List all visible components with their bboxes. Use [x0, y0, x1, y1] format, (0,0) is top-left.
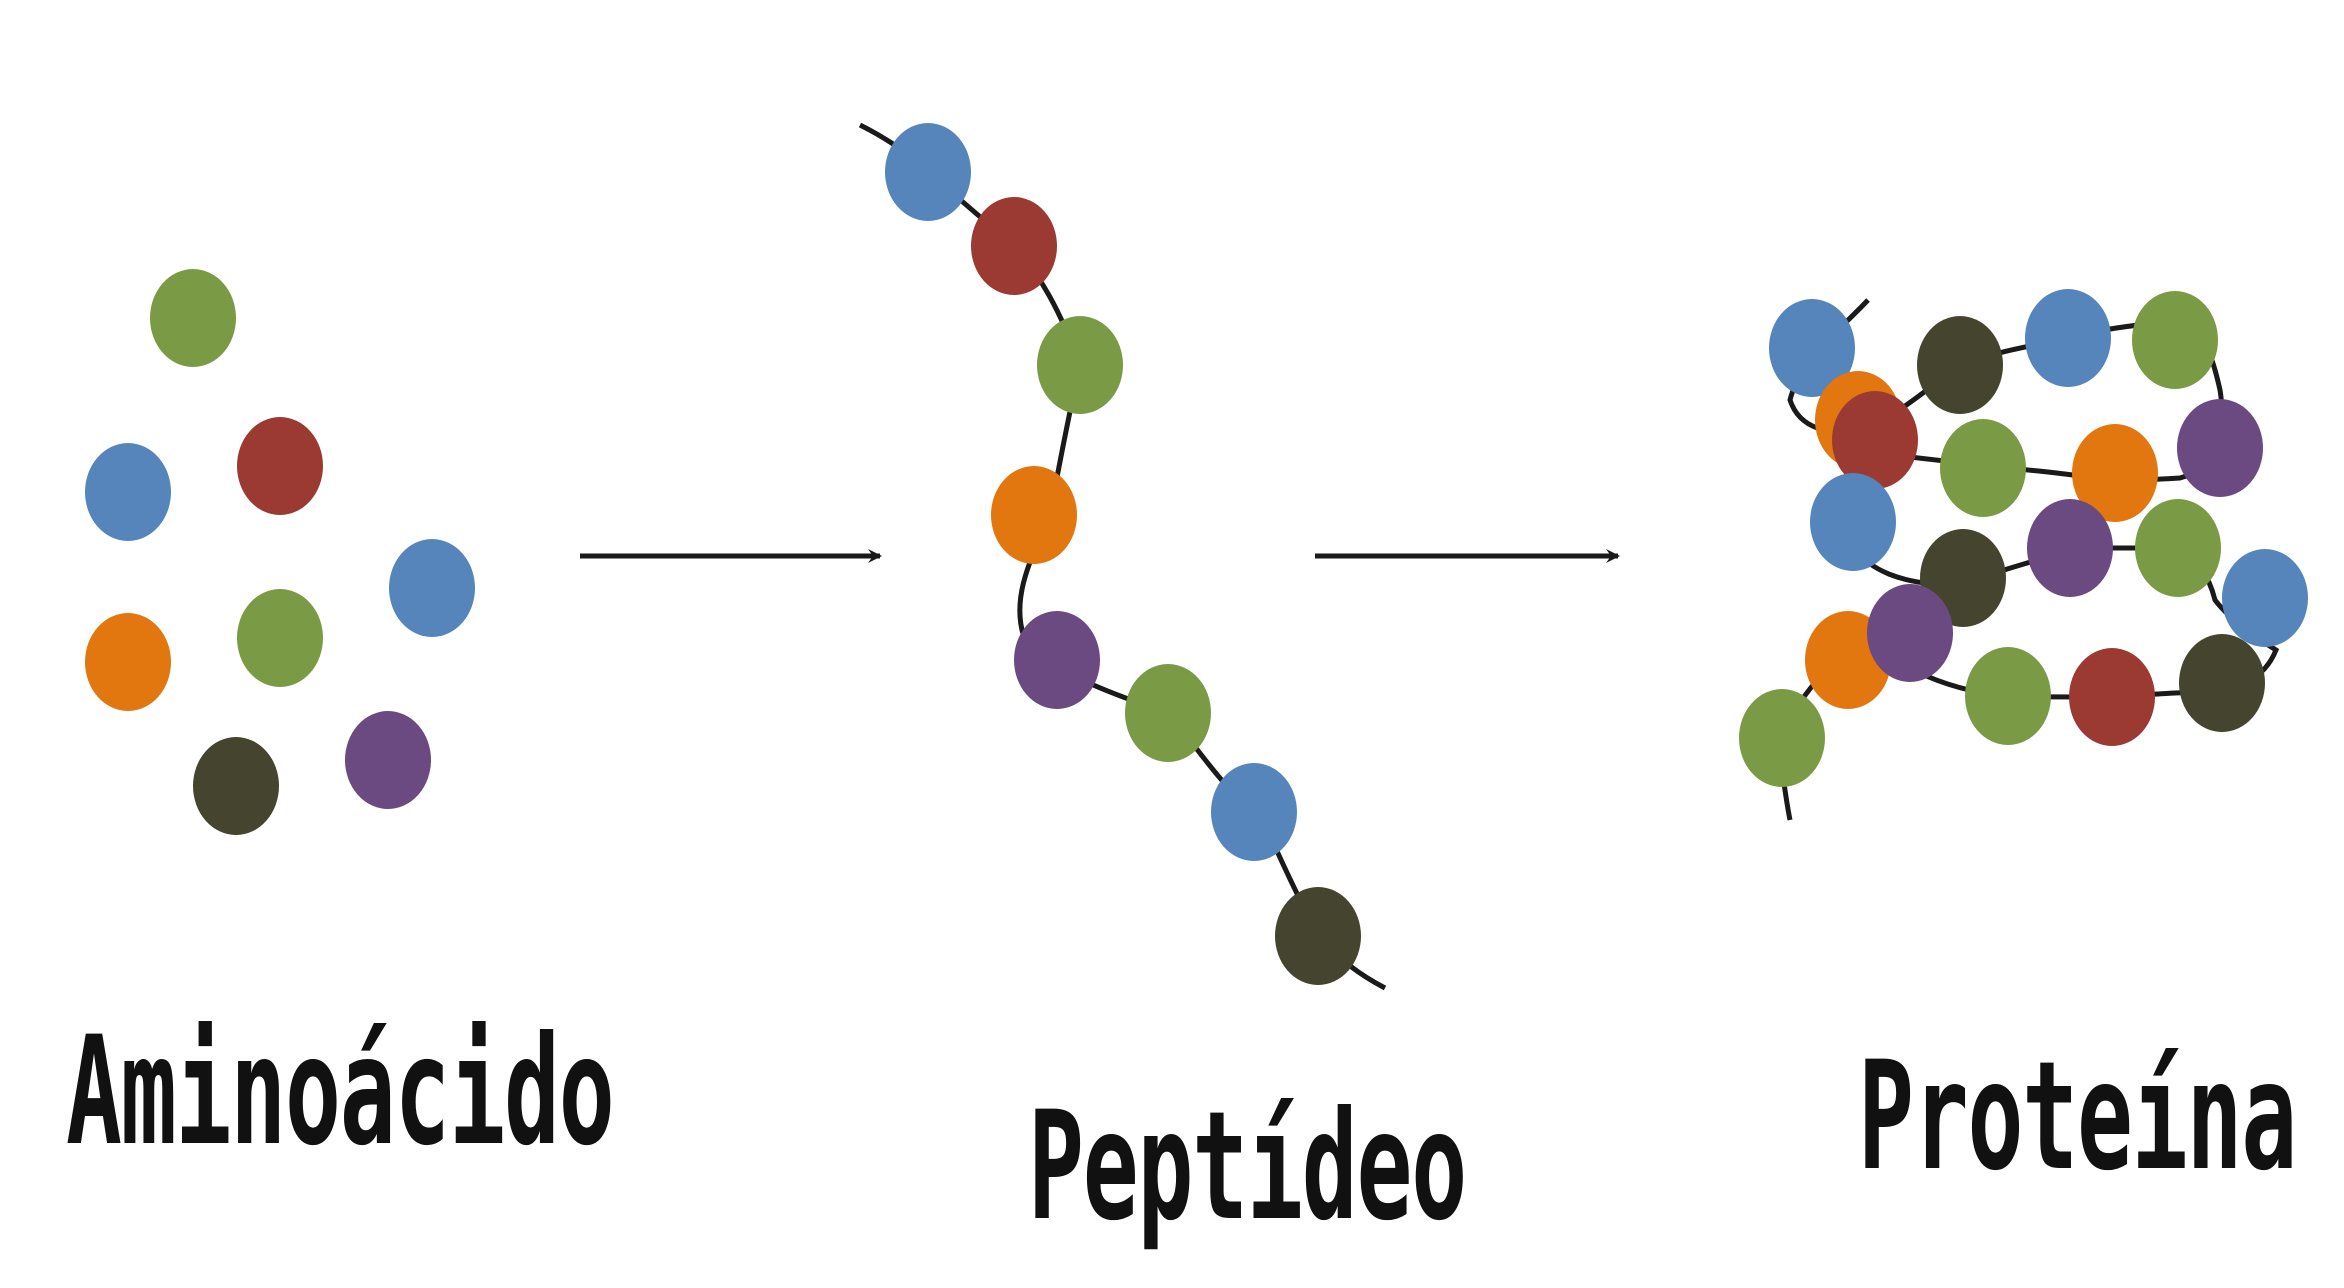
amino-acids-group: [85, 269, 475, 835]
protein-residue-blue: [1769, 299, 1855, 397]
protein-residue-dark: [1917, 316, 2003, 414]
amino-acids-residue-red: [237, 417, 323, 515]
peptide-residue-green: [1125, 664, 1211, 762]
protein-residue-red: [1832, 391, 1918, 489]
peptide-residue-blue: [1211, 763, 1297, 861]
protein-residue-blue: [1810, 473, 1896, 571]
amino-acids-residue-purple: [345, 711, 431, 809]
protein-residue-green: [1739, 689, 1825, 787]
protein-group: [1739, 289, 2308, 787]
protein-residue-blue: [2222, 549, 2308, 647]
peptide-residue-green: [1037, 316, 1123, 414]
label-protein: Proteína: [1858, 1030, 2297, 1204]
peptide-residue-red: [971, 197, 1057, 295]
protein-residue-blue: [2025, 289, 2111, 387]
amino-acids-residue-orange: [85, 613, 171, 711]
amino-acids-residue-blue: [85, 443, 171, 541]
protein-residue-purple: [2177, 399, 2263, 497]
peptide-residue-orange: [991, 466, 1077, 564]
amino-acids-residue-blue: [389, 539, 475, 637]
peptide-group: [885, 123, 1361, 985]
amino-acids-residue-green: [150, 269, 236, 367]
peptide-residue-purple: [1014, 611, 1100, 709]
protein-residue-green: [1940, 419, 2026, 517]
label-peptide: Peptídeo: [1028, 1080, 1467, 1254]
amino-acids-residue-dark: [193, 737, 279, 835]
peptide-residue-dark: [1275, 887, 1361, 985]
amino-acids-residue-green: [237, 589, 323, 687]
protein-residue-green: [2135, 499, 2221, 597]
peptide-residue-blue: [885, 123, 971, 221]
protein-residue-red: [2069, 648, 2155, 746]
protein-residue-orange: [2072, 424, 2158, 522]
protein-residue-green: [2132, 291, 2218, 389]
label-amino-acid: Aminoácido: [66, 1005, 615, 1179]
protein-residue-green: [1965, 647, 2051, 745]
protein-residue-purple: [2027, 499, 2113, 597]
protein-residue-purple: [1867, 584, 1953, 682]
protein-residue-dark: [2179, 634, 2265, 732]
